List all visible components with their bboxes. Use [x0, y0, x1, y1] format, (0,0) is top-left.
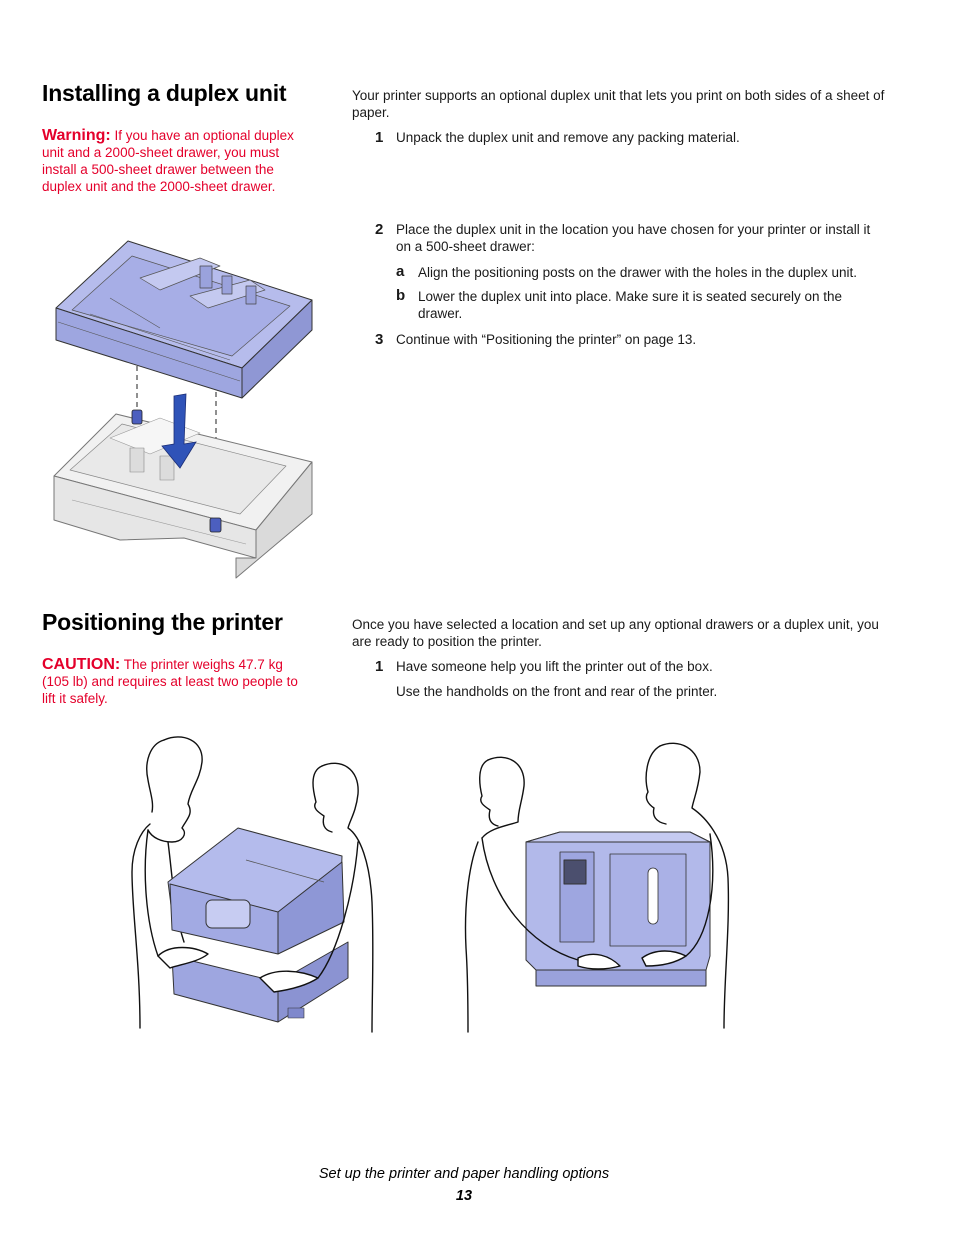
person-right-outline	[312, 762, 374, 1033]
substep-letter: a	[396, 263, 405, 280]
step-text: Place the duplex unit in the location yo…	[396, 222, 871, 254]
duplex-unit-illustration	[53, 240, 313, 579]
warning-note: Warning: If you have an optional duplex …	[42, 127, 300, 195]
step-number: 3	[375, 331, 384, 348]
step-text: Have someone help you lift the printer o…	[396, 659, 713, 674]
page-number: 13	[455, 1188, 473, 1204]
lift-rear-illustration	[464, 742, 730, 1033]
caution-label: CAUTION:	[42, 656, 121, 673]
lift-front-illustration	[131, 736, 374, 1033]
down-arrow-icon	[161, 393, 197, 469]
caution-text: The printer weighs 47.7 kg (105 lb) and …	[42, 657, 298, 706]
person-left-outline	[464, 756, 525, 1033]
section-heading-duplex: Installing a duplex unit	[42, 80, 287, 106]
step-text: Unpack the duplex unit and remove any pa…	[396, 130, 740, 145]
positioning-intro: Once you have selected a location and se…	[352, 617, 879, 649]
section-heading-positioning: Positioning the printer	[42, 609, 283, 635]
printer-front-drawing	[167, 827, 349, 1023]
arms-front	[144, 829, 359, 979]
step-number: 1	[375, 658, 384, 675]
step-number: 1	[375, 129, 384, 146]
printer-rear-drawing	[525, 831, 711, 987]
step-number: 2	[375, 221, 384, 238]
hands-front	[157, 946, 319, 993]
step-text: Continue with “Positioning the printer” …	[396, 332, 697, 347]
drawer-drawing	[53, 413, 313, 579]
substep-letter: b	[396, 287, 406, 304]
positioning-post-right	[209, 517, 222, 533]
warning-text: If you have an optional duplex unit and …	[42, 128, 294, 194]
positioning-note: Use the handholds on the front and rear …	[396, 684, 718, 699]
duplex-intro: Your printer supports an optional duplex…	[352, 88, 885, 120]
warning-label: Warning:	[42, 127, 111, 144]
person-right-outline	[645, 742, 730, 1029]
footer-title: Set up the printer and paper handling op…	[318, 1166, 610, 1182]
substep-text: Align the positioning posts on the drawe…	[418, 265, 858, 280]
caution-note: CAUTION: The printer weighs 47.7 kg (105…	[42, 656, 300, 707]
hands-rear	[577, 950, 687, 970]
positioning-post-left	[131, 409, 143, 425]
duplex-unit-drawing	[55, 240, 313, 399]
substep-text: Lower the duplex unit into place. Make s…	[418, 289, 842, 321]
arms-rear	[481, 833, 714, 961]
